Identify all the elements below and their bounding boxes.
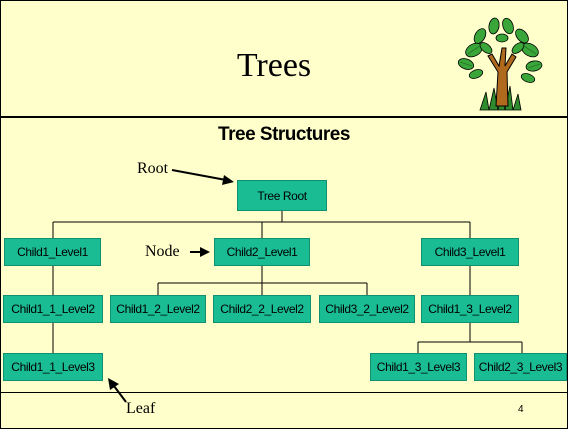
child1-3-level3-node: Child1_3_Level3 xyxy=(370,353,467,381)
child1-2-level2-node: Child1_2_Level2 xyxy=(110,295,206,323)
child1-1-level3-node: Child1_1_Level3 xyxy=(3,353,103,381)
child1-level1-node: Child1_Level1 xyxy=(4,238,101,266)
child3-2-level2-node: Child3_2_Level2 xyxy=(319,295,415,323)
slide-title: Trees xyxy=(236,47,312,84)
root-arrow xyxy=(171,169,227,181)
diagram-title: Tree Structures xyxy=(218,124,350,145)
root-annotation: Root xyxy=(137,160,169,177)
child3-level1-node: Child3_Level1 xyxy=(421,238,519,266)
tree-icon xyxy=(457,17,543,111)
page-number: 4 xyxy=(518,404,524,415)
node-annotation: Node xyxy=(145,243,180,260)
child1-1-level2-node: Child1_1_Level2 xyxy=(3,295,103,323)
leaf-annotation: Leaf xyxy=(126,400,156,417)
child2-2-level2-node: Child2_2_Level2 xyxy=(213,295,311,323)
child2-3-level3-node: Child2_3_Level3 xyxy=(474,353,567,381)
child1-3-level2-node: Child1_3_Level2 xyxy=(421,295,519,323)
leaf-arrow xyxy=(113,385,127,403)
child2-level1-node: Child2_Level1 xyxy=(214,238,310,266)
tree-root-node: Tree Root xyxy=(237,180,327,211)
